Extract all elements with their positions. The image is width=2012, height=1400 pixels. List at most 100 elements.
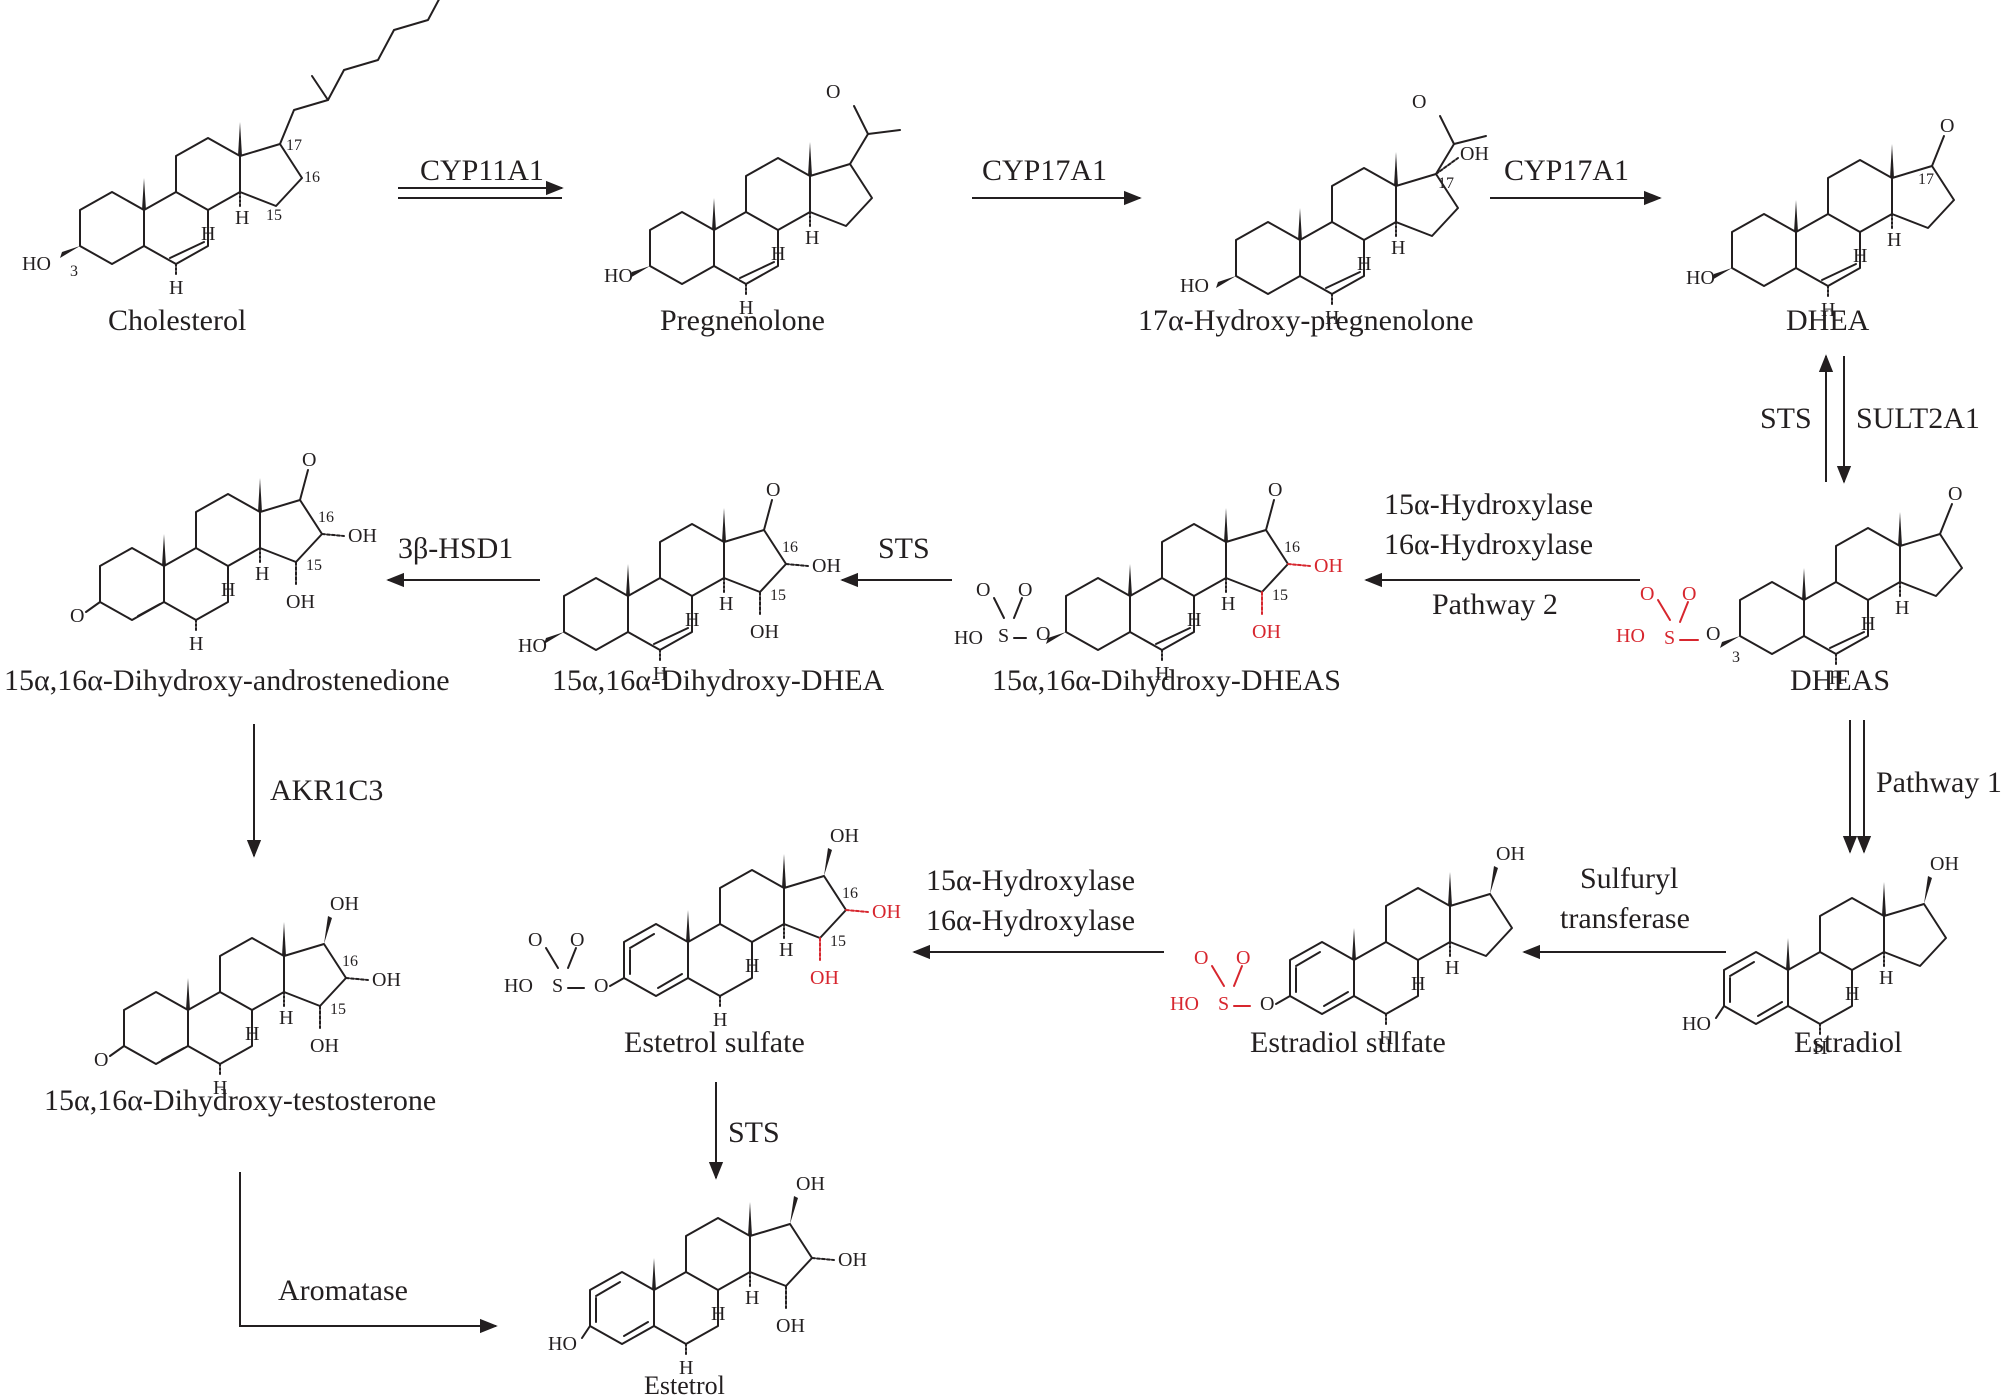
structure-estradiol: HO OH xyxy=(1682,853,1959,1060)
svg-text:16: 16 xyxy=(842,885,858,902)
structure-pregnenolone: HO O xyxy=(604,81,901,320)
svg-text:OH: OH xyxy=(348,525,377,547)
structure-dihydroxy-testosterone: O OH OH OH 16 15 xyxy=(94,893,401,1100)
svg-text:O: O xyxy=(1018,579,1032,601)
svg-text:17: 17 xyxy=(1438,175,1454,192)
svg-text:O: O xyxy=(70,605,84,627)
svg-text:OH: OH xyxy=(750,621,779,643)
structure-17a-hydroxy-pregnenolone: HO O OH 17 xyxy=(1180,91,1489,330)
svg-text:OH: OH xyxy=(1496,843,1525,865)
svg-text:O: O xyxy=(1412,91,1426,113)
svg-text:17: 17 xyxy=(286,137,302,154)
structure-dheas: O O 3 S O O HO xyxy=(1616,483,1963,690)
svg-text:OH: OH xyxy=(838,1249,867,1271)
svg-text:16: 16 xyxy=(1284,539,1300,556)
structure-cholesterol: HO 3 17 16 15 xyxy=(22,0,440,300)
svg-text:HO: HO xyxy=(954,627,983,649)
svg-text:HO: HO xyxy=(504,975,533,997)
label-sts-estetrol: STS xyxy=(728,1116,780,1149)
label-3b-hsd1: 3β-HSD1 xyxy=(398,532,513,565)
svg-text:OH: OH xyxy=(810,967,839,989)
svg-text:OH: OH xyxy=(812,555,841,577)
label-16a-hydroxylase-2: 16α-Hydroxylase xyxy=(926,904,1135,937)
svg-text:OH: OH xyxy=(1314,555,1343,577)
svg-text:OH: OH xyxy=(372,969,401,991)
label-pathway1: Pathway 1 xyxy=(1876,766,2002,799)
svg-text:O: O xyxy=(94,1049,108,1071)
label-dihydroxy-testosterone: 15α,16α-Dihydroxy-testosterone xyxy=(44,1084,436,1117)
label-cyp17a1-1: CYP17A1 xyxy=(982,154,1107,187)
label-17a-hydroxy-pregnenolone: 17α-Hydroxy-pregnenolone xyxy=(1138,304,1474,337)
structure-estetrol-sulfate: OH OH OH 16 15 O S O O HO xyxy=(504,825,901,1032)
svg-text:O: O xyxy=(976,579,990,601)
svg-text:OH: OH xyxy=(1252,621,1281,643)
label-sts-dhea: STS xyxy=(1760,402,1812,435)
label-estradiol-sulfate: Estradiol sulfate xyxy=(1250,1026,1446,1059)
svg-text:S: S xyxy=(552,975,563,997)
svg-text:16: 16 xyxy=(304,169,320,186)
label-pathway2: Pathway 2 xyxy=(1432,588,1558,621)
structure-dihydroxy-dheas: O OH OH 16 15 O S O O HO xyxy=(954,479,1343,686)
label-15a-hydroxylase-2: 15α-Hydroxylase xyxy=(926,864,1135,897)
label-cyp17a1-2: CYP17A1 xyxy=(1504,154,1629,187)
label-cyp11a1: CYP11A1 xyxy=(420,154,544,187)
svg-text:S: S xyxy=(1218,993,1229,1015)
svg-text:16: 16 xyxy=(342,953,358,970)
structure-dihydroxy-dhea: HO O OH OH 16 15 xyxy=(518,479,841,686)
label-dhea: DHEA xyxy=(1786,304,1870,337)
svg-text:OH: OH xyxy=(796,1173,825,1195)
svg-text:O: O xyxy=(766,479,780,501)
svg-text:O: O xyxy=(1706,623,1720,645)
svg-text:O: O xyxy=(826,81,840,103)
label-sulfuryl: Sulfuryl xyxy=(1580,862,1678,895)
svg-text:3: 3 xyxy=(1732,649,1740,666)
svg-text:O: O xyxy=(570,929,584,951)
label-dihydroxy-androstenedione: 15α,16α-Dihydroxy-androstenedione xyxy=(4,664,450,697)
label-estetrol-sulfate: Estetrol sulfate xyxy=(624,1026,805,1059)
svg-text:O: O xyxy=(1640,583,1654,605)
svg-text:15: 15 xyxy=(330,1001,346,1018)
svg-text:OH: OH xyxy=(872,901,901,923)
svg-text:HO: HO xyxy=(1170,993,1199,1015)
svg-text:O: O xyxy=(1194,947,1208,969)
label-transferase: transferase xyxy=(1560,902,1690,935)
svg-text:O: O xyxy=(302,449,316,471)
svg-text:OH: OH xyxy=(1930,853,1959,875)
svg-text:O: O xyxy=(1682,583,1696,605)
svg-text:15: 15 xyxy=(266,207,282,224)
svg-text:O: O xyxy=(528,929,542,951)
svg-text:O: O xyxy=(1260,993,1274,1015)
structure-estetrol: HO OH OH OH xyxy=(548,1173,867,1380)
svg-text:OH: OH xyxy=(310,1035,339,1057)
svg-text:3: 3 xyxy=(70,263,78,280)
label-aromatase: Aromatase xyxy=(278,1274,408,1307)
svg-text:S: S xyxy=(1664,627,1675,649)
label-akr1c3: AKR1C3 xyxy=(270,774,383,807)
svg-text:O: O xyxy=(1036,623,1050,645)
label-pregnenolone: Pregnenolone xyxy=(660,304,825,337)
svg-text:O: O xyxy=(1268,479,1282,501)
structure-dihydroxy-androstenedione: O O OH OH 16 15 xyxy=(70,449,377,656)
svg-text:HO: HO xyxy=(1686,267,1715,289)
svg-text:15: 15 xyxy=(1272,587,1288,604)
svg-text:OH: OH xyxy=(1460,143,1489,165)
svg-text:O: O xyxy=(1940,115,1954,137)
svg-text:HO: HO xyxy=(548,1333,577,1355)
svg-text:17: 17 xyxy=(1918,171,1934,188)
label-dheas: DHEAS xyxy=(1790,664,1890,697)
svg-text:15: 15 xyxy=(306,557,322,574)
svg-text:HO: HO xyxy=(22,253,51,275)
structure-estradiol-sulfate: OH O S O O HO xyxy=(1170,843,1525,1050)
svg-text:HO: HO xyxy=(604,265,633,287)
arrow-aromatase xyxy=(239,1172,498,1334)
svg-text:HO: HO xyxy=(1180,275,1209,297)
svg-text:OH: OH xyxy=(830,825,859,847)
label-sts-2: STS xyxy=(878,532,930,565)
svg-text:OH: OH xyxy=(330,893,359,915)
label-estetrol: Estetrol xyxy=(644,1371,725,1400)
label-cholesterol: Cholesterol xyxy=(108,304,246,337)
label-sult2a1: SULT2A1 xyxy=(1856,402,1980,435)
svg-text:S: S xyxy=(998,625,1009,647)
svg-text:HO: HO xyxy=(1682,1013,1711,1035)
